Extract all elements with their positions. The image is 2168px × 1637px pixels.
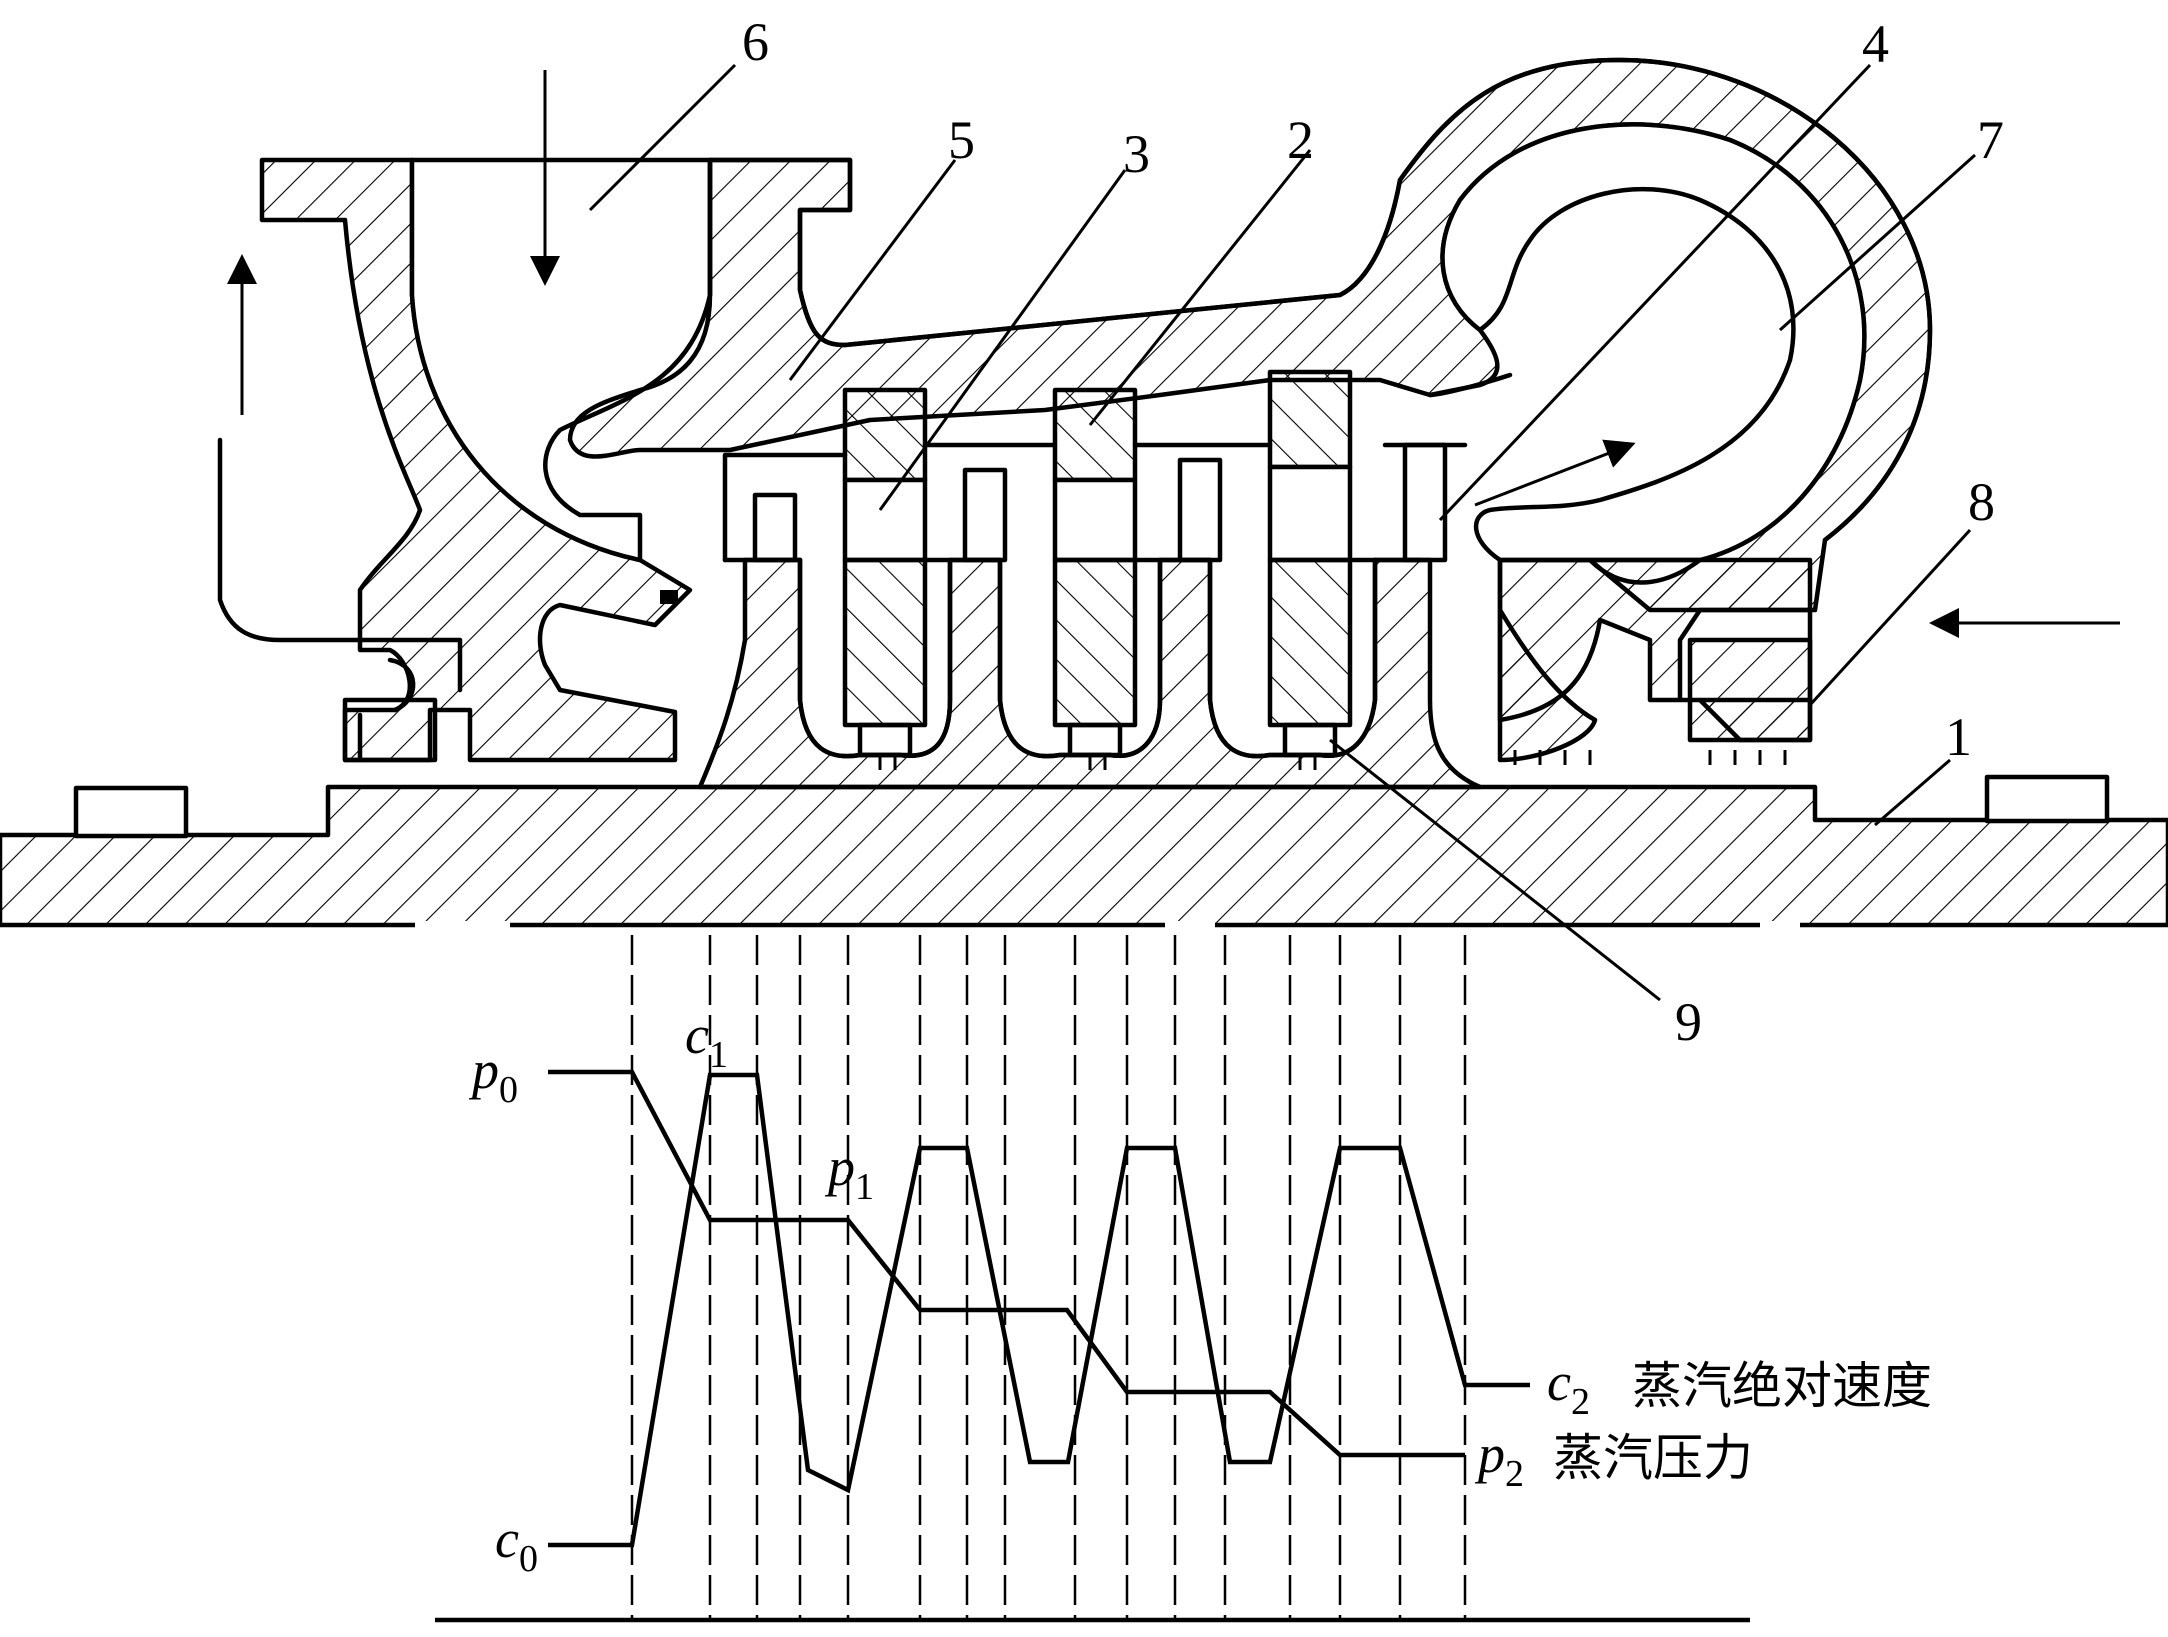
c0-label: c0 bbox=[495, 1509, 538, 1580]
p1-label: p1 bbox=[824, 1137, 874, 1208]
label-5: 5 bbox=[948, 110, 975, 170]
rotor-shaft bbox=[0, 774, 2168, 929]
p2-description: 蒸汽压力 bbox=[1553, 1429, 1753, 1487]
leader-lines bbox=[588, 63, 1977, 1002]
pressure-curve bbox=[548, 1069, 1465, 1458]
moving-blades bbox=[842, 369, 1353, 758]
label-3: 3 bbox=[1123, 124, 1150, 184]
flow-arrows bbox=[227, 70, 2120, 638]
casing bbox=[217, 57, 1933, 763]
label-4: 4 bbox=[1862, 14, 1889, 74]
label-1: 1 bbox=[1945, 707, 1972, 767]
graph-labels: p0 c1 p1 c0 c2 蒸汽绝对速度 p2 蒸汽压力 bbox=[468, 1005, 1932, 1580]
nozzles bbox=[722, 442, 1468, 563]
dashed-section-lines bbox=[630, 935, 1467, 1620]
rotor-discs bbox=[697, 557, 1483, 790]
label-9: 9 bbox=[1675, 992, 1702, 1052]
p0-label: p0 bbox=[468, 1040, 518, 1111]
label-6: 6 bbox=[742, 12, 769, 72]
c2-label: c2 bbox=[1547, 1352, 1590, 1423]
label-2: 2 bbox=[1287, 110, 1314, 170]
label-7: 7 bbox=[1977, 110, 2004, 170]
part-labels: 1 2 3 4 5 6 7 8 9 bbox=[742, 12, 2004, 1052]
c1-label: c1 bbox=[685, 1005, 728, 1076]
label-8: 8 bbox=[1968, 472, 1995, 532]
c2-description: 蒸汽绝对速度 bbox=[1632, 1357, 1932, 1415]
p2-label: p2 bbox=[1474, 1424, 1524, 1495]
seal-teeth bbox=[878, 750, 1787, 770]
velocity-curve bbox=[548, 1072, 1530, 1548]
